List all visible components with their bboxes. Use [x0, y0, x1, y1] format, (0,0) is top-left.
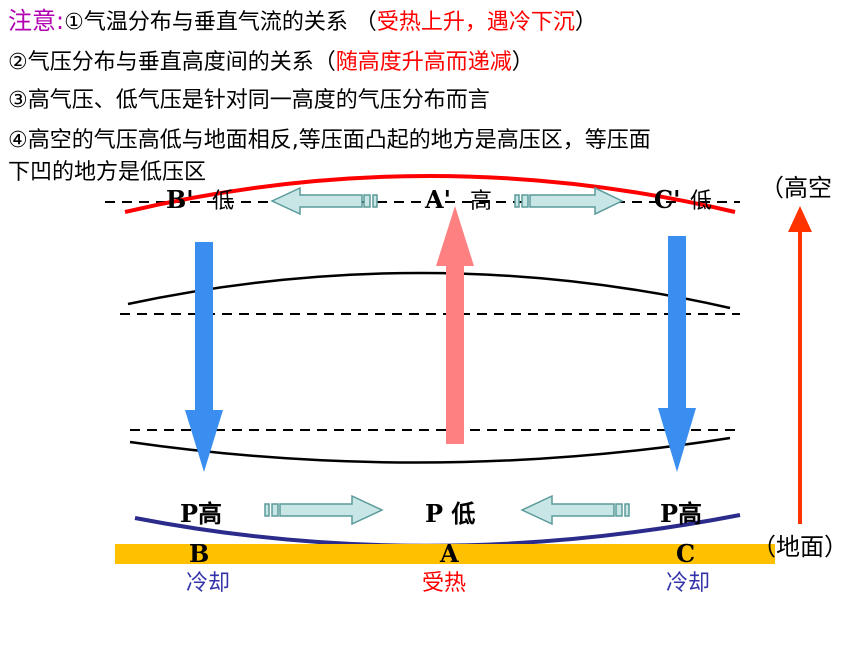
- label-cooling-right: 冷却: [666, 571, 710, 596]
- label-heating-center: 受热: [422, 571, 466, 596]
- upper-arrow-to-right: [514, 186, 624, 216]
- note-1-text: ①气温分布与垂直气流的关系 （: [64, 10, 377, 35]
- upper-arrow-to-left: [270, 186, 378, 216]
- lower-arrow-to-left: [520, 494, 630, 526]
- label-c-prime-pressure: 低: [690, 189, 712, 214]
- lower-arrow-to-right: [264, 494, 384, 526]
- isobar-mid-lower: [129, 436, 731, 464]
- note-4a-text: ④高空的气压高低与地面相反,等压面凸起的地方是高压区，等压面: [8, 128, 651, 153]
- note-2-end: ）: [511, 50, 534, 75]
- note-2-text: ②气压分布与垂直高度间的关系（: [8, 50, 336, 75]
- label-b: B: [189, 539, 209, 568]
- ground-bar: [115, 544, 775, 564]
- note-4b-text: 下凹的地方是低压区: [8, 160, 207, 185]
- note-1-highlight: 受热上升，遇冷下沉: [376, 10, 575, 35]
- label-b-prime-pressure: 低: [212, 189, 234, 214]
- label-high-altitude: （高空: [760, 174, 832, 202]
- note-line-3: ③高气压、低气压是针对同一高度的气压分布而言: [8, 88, 490, 114]
- note-2-highlight: 随高度升高而递减: [335, 50, 512, 75]
- label-c-prime: C': [654, 185, 680, 214]
- label-c: C: [676, 539, 695, 568]
- isobar-mid-upper: [127, 271, 731, 310]
- note-line-4b: 下凹的地方是低压区: [8, 160, 206, 186]
- note-3-text: ③高气压、低气压是针对同一高度的气压分布而言: [8, 88, 490, 113]
- note-title: 注意:: [8, 7, 65, 35]
- ascending-arrow-center: [436, 206, 474, 444]
- label-b-pressure: P高: [180, 499, 222, 528]
- label-b-prime: B': [166, 185, 194, 214]
- descending-arrow-left: [185, 242, 223, 472]
- note-1-end: ）: [574, 10, 597, 35]
- label-a-prime: A': [424, 185, 451, 214]
- note-line-4a: ④高空的气压高低与地面相反,等压面凸起的地方是高压区，等压面: [8, 128, 651, 154]
- label-a: A: [439, 539, 459, 568]
- label-a-prime-pressure: 高: [470, 189, 492, 214]
- note-line-1: 注意:①气温分布与垂直气流的关系 （受热上升，遇冷下沉）: [8, 8, 597, 36]
- label-c-pressure: P高: [660, 499, 702, 528]
- label-cooling-left: 冷却: [186, 571, 230, 596]
- height-arrow: [788, 206, 812, 524]
- label-ground: （地面）: [752, 533, 848, 561]
- descending-arrow-right: [658, 236, 696, 472]
- label-a-pressure: P 低: [425, 499, 475, 528]
- isobar-upper-red: [124, 174, 736, 214]
- note-line-2: ②气压分布与垂直高度间的关系（随高度升高而递减）: [8, 50, 534, 76]
